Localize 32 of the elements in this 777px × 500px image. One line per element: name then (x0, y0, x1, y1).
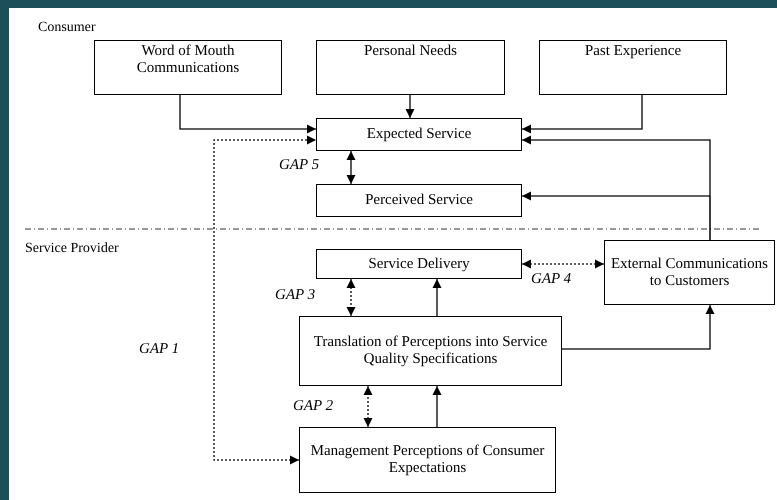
arrow (346, 151, 356, 184)
process-box (316, 249, 522, 279)
process-box (604, 240, 775, 305)
process-box (316, 184, 522, 217)
arrow (432, 279, 442, 316)
box-text: Perceived Service (365, 192, 473, 209)
arrow (522, 260, 604, 268)
box-text: Translation of Perceptions into Service Quality Specifications (312, 334, 548, 368)
arrow (522, 192, 711, 240)
box-text: Personal Needs (364, 43, 457, 60)
process-box (316, 40, 505, 95)
box-text: Management Perceptions of Consumer Expectations (310, 443, 546, 477)
box-text: Past Experience (584, 43, 682, 60)
arrow (406, 95, 414, 118)
box-text: Service Delivery (368, 256, 470, 272)
arrow (213, 136, 316, 464)
box-text: External Communications to Customers (610, 256, 770, 290)
arrow (364, 386, 372, 427)
arrow (562, 305, 714, 350)
arrow (522, 95, 643, 134)
process-box (299, 316, 562, 386)
arrow (432, 386, 442, 427)
process-box (94, 40, 282, 95)
process-box (316, 118, 522, 151)
section-label: Service Provider (25, 241, 119, 257)
process-box (299, 427, 556, 493)
process-box (539, 40, 727, 95)
arrow (179, 95, 316, 134)
arrow (346, 279, 356, 316)
section-label: Consumer (38, 20, 96, 36)
box-text: Expected Service (366, 126, 472, 143)
box-text: Word of Mouth Communications (136, 43, 240, 77)
